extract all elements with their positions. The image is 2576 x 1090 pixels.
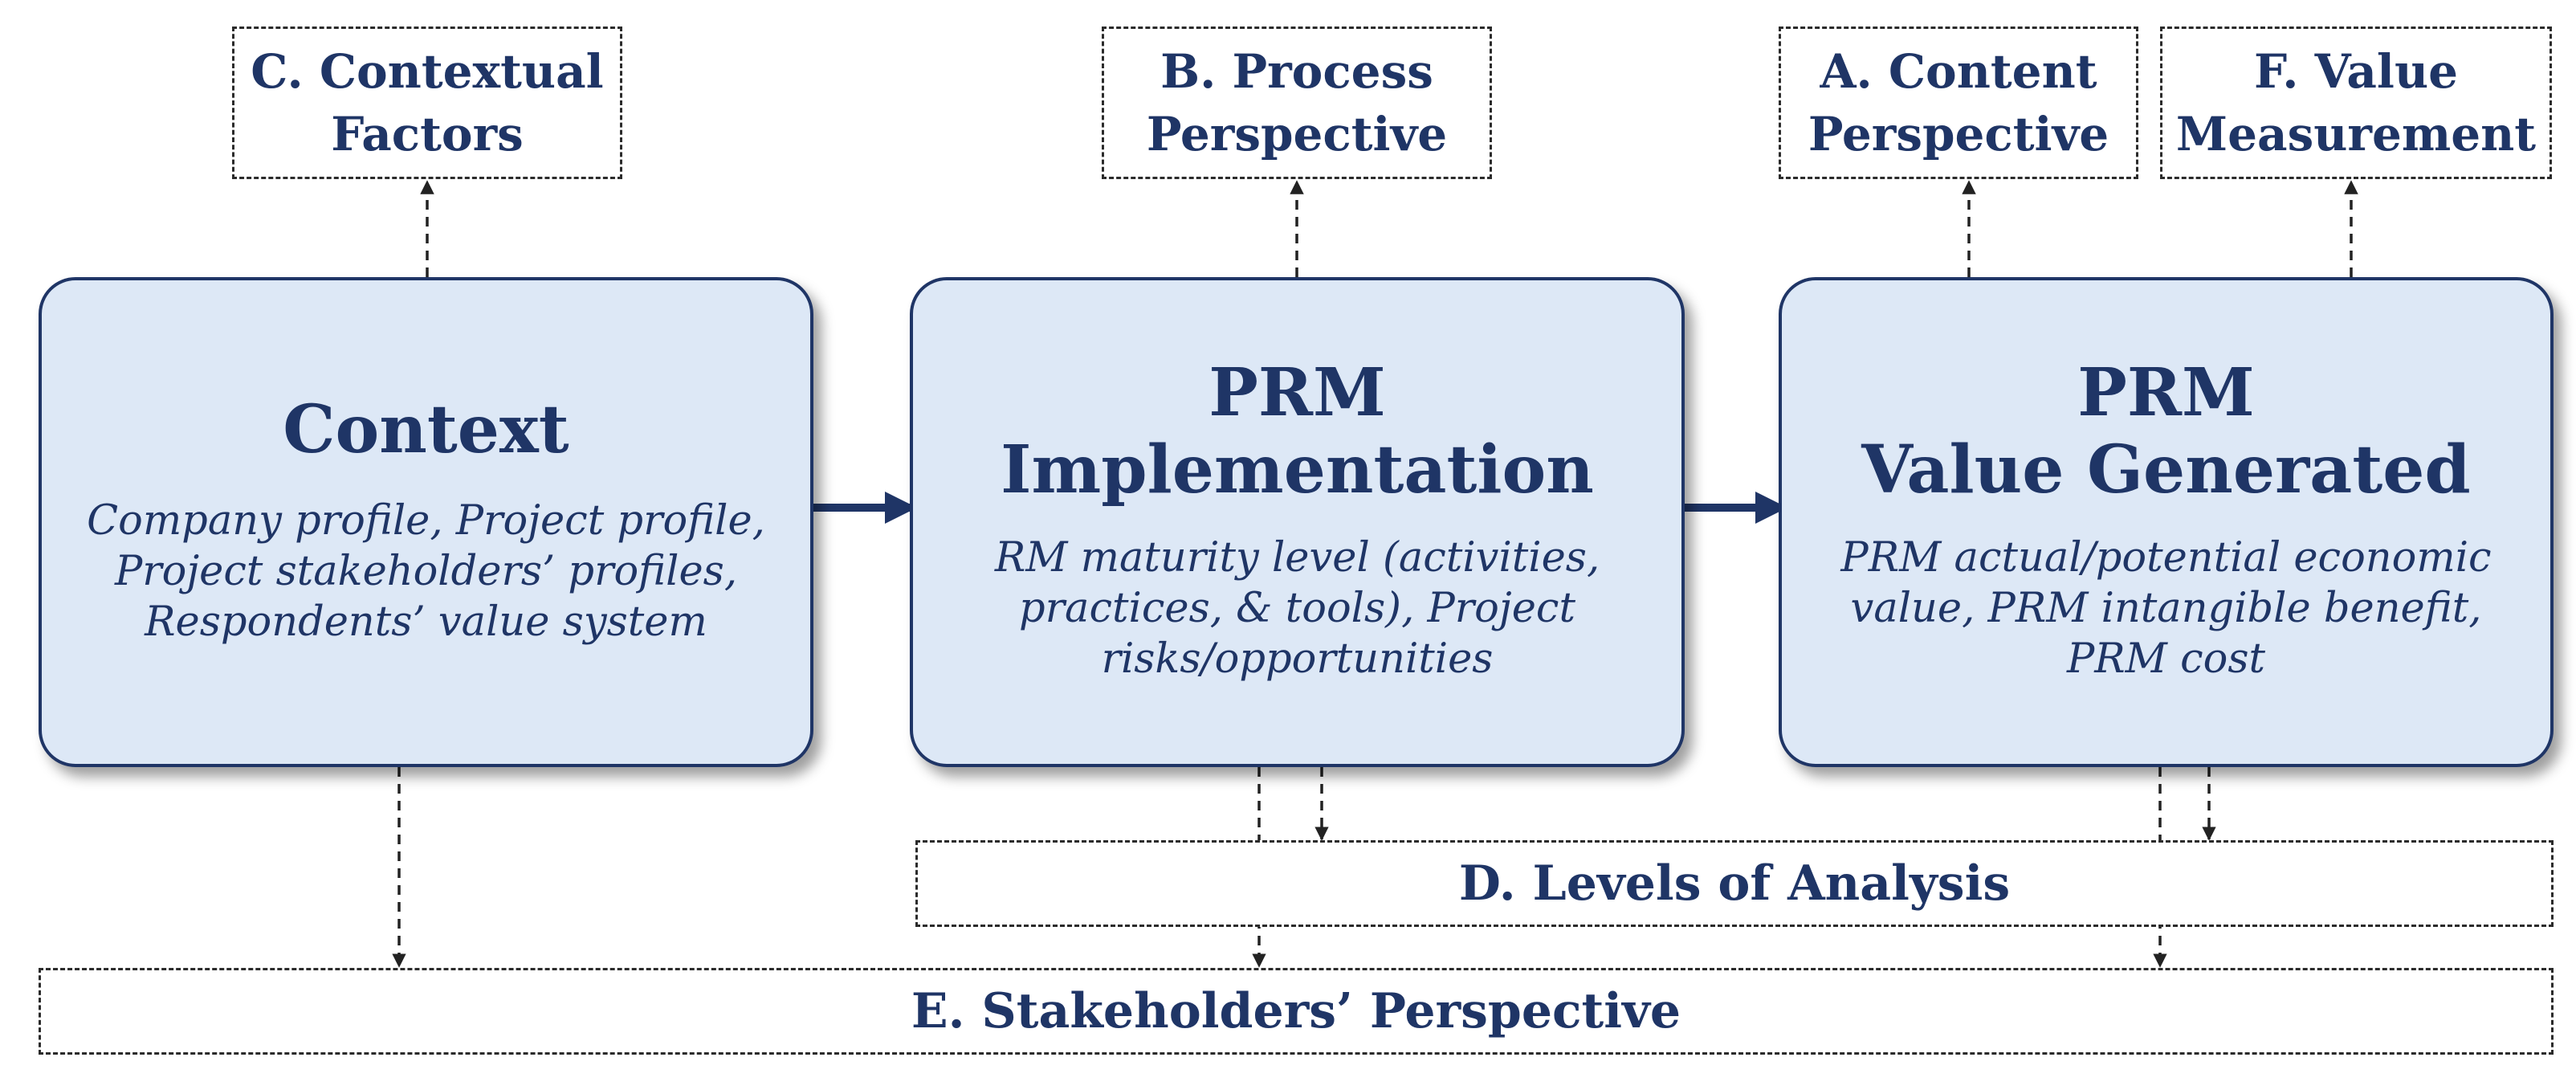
context-description: Company profile, Project profile, Projec… — [42, 496, 810, 647]
contextual-factors-line2: Factors — [331, 107, 524, 161]
context-desc-line: Respondents’ value system — [145, 598, 707, 646]
prm-value-generated-title: PRM Value Generated — [1782, 354, 2550, 508]
value-measurement-box: F. Value Measurement — [2160, 27, 2552, 179]
value-desc-line: PRM actual/potential economic — [1840, 534, 2492, 582]
process-perspective-box: B. Process Perspective — [1102, 27, 1492, 179]
implementation-desc-line: practices, & tools), Project — [1019, 585, 1575, 632]
contextual-factors-line1: C. Contextual — [251, 44, 604, 99]
content-perspective-line2: Perspective — [1808, 107, 2109, 161]
prm-implementation-title-line: Implementation — [1001, 431, 1594, 508]
prm-implementation-box: PRM Implementation RM maturity level (ac… — [910, 277, 1685, 767]
content-perspective-box: A. Content Perspective — [1779, 27, 2138, 179]
context-title: Context — [283, 391, 569, 468]
value-desc-line: value, PRM intangible benefit, — [1850, 585, 2482, 632]
process-perspective-line1: B. Process — [1160, 44, 1433, 99]
prm-value-generated-title-line: PRM — [2077, 354, 2255, 431]
value-measurement-line2: Measurement — [2175, 107, 2537, 161]
implementation-desc-line: RM maturity level (activities, — [994, 534, 1600, 582]
value-desc-line: PRM cost — [2066, 635, 2266, 683]
prm-implementation-title-line: PRM — [1209, 354, 1386, 431]
prm-implementation-title: PRM Implementation — [913, 354, 1681, 508]
context-desc-line: Project stakeholders’ profiles, — [114, 548, 738, 595]
value-measurement-line1: F. Value — [2253, 44, 2459, 99]
stakeholders-perspective-box: E. Stakeholders’ Perspective — [39, 968, 2554, 1055]
context-desc-line: Company profile, Project profile, — [87, 497, 765, 545]
prm-implementation-description: RM maturity level (activities, practices… — [913, 533, 1681, 684]
prm-value-generated-box: PRM Value Generated PRM actual/potential… — [1779, 277, 2554, 767]
context-box: Context Company profile, Project profile… — [39, 277, 813, 767]
stakeholders-perspective-label: E. Stakeholders’ Perspective — [911, 983, 1681, 1039]
levels-of-analysis-label: D. Levels of Analysis — [1458, 855, 2011, 912]
levels-of-analysis-box: D. Levels of Analysis — [915, 840, 2554, 927]
prm-value-generated-description: PRM actual/potential economic value, PRM… — [1782, 533, 2550, 684]
contextual-factors-box: C. Contextual Factors — [232, 27, 622, 179]
process-perspective-line2: Perspective — [1146, 107, 1448, 161]
content-perspective-line1: A. Content — [1820, 44, 2097, 99]
implementation-desc-line: risks/opportunities — [1101, 635, 1494, 683]
prm-value-generated-title-line: Value Generated — [1861, 431, 2471, 508]
